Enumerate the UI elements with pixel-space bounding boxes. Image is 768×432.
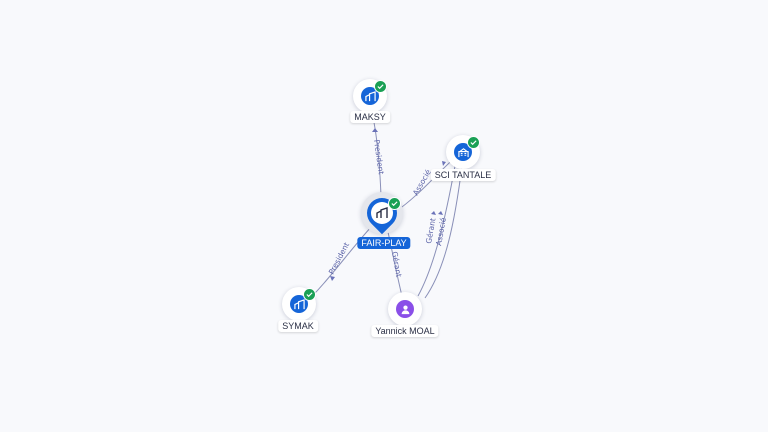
edge-arrow xyxy=(442,161,446,166)
check-icon xyxy=(374,80,387,93)
edge-label-fairplay-maksy: President xyxy=(372,139,386,175)
edge-scitantale-yannick-gerant[interactable] xyxy=(417,165,456,297)
node-label: SCI TANTALE xyxy=(430,169,496,181)
check-icon xyxy=(467,136,480,149)
node-circle xyxy=(388,292,422,326)
building-icon xyxy=(371,202,393,224)
edge-arrow xyxy=(372,128,378,132)
edge-label-fairplay-yannick: Gérant xyxy=(390,251,403,278)
node-label: SYMAK xyxy=(278,320,318,332)
person-icon xyxy=(396,300,414,318)
node-label: Yannick MOAL xyxy=(371,325,439,337)
edge-arrow xyxy=(431,211,436,215)
location-pin-icon xyxy=(360,191,404,235)
edge-scitantale-yannick-associe[interactable] xyxy=(424,165,463,299)
edge-label-scitantale-yannick-gerant: Gérant xyxy=(424,217,437,244)
check-icon xyxy=(303,288,316,301)
check-icon xyxy=(388,197,401,210)
building-icon xyxy=(290,295,308,313)
edge-arrow xyxy=(438,211,443,215)
node-label: FAIR-PLAY xyxy=(357,237,411,249)
edge-arrow xyxy=(330,276,335,281)
building-icon xyxy=(454,143,472,161)
edge-label-fairplay-symak: President xyxy=(327,241,351,276)
building-icon xyxy=(361,87,379,105)
node-label: MAKSY xyxy=(350,111,390,123)
